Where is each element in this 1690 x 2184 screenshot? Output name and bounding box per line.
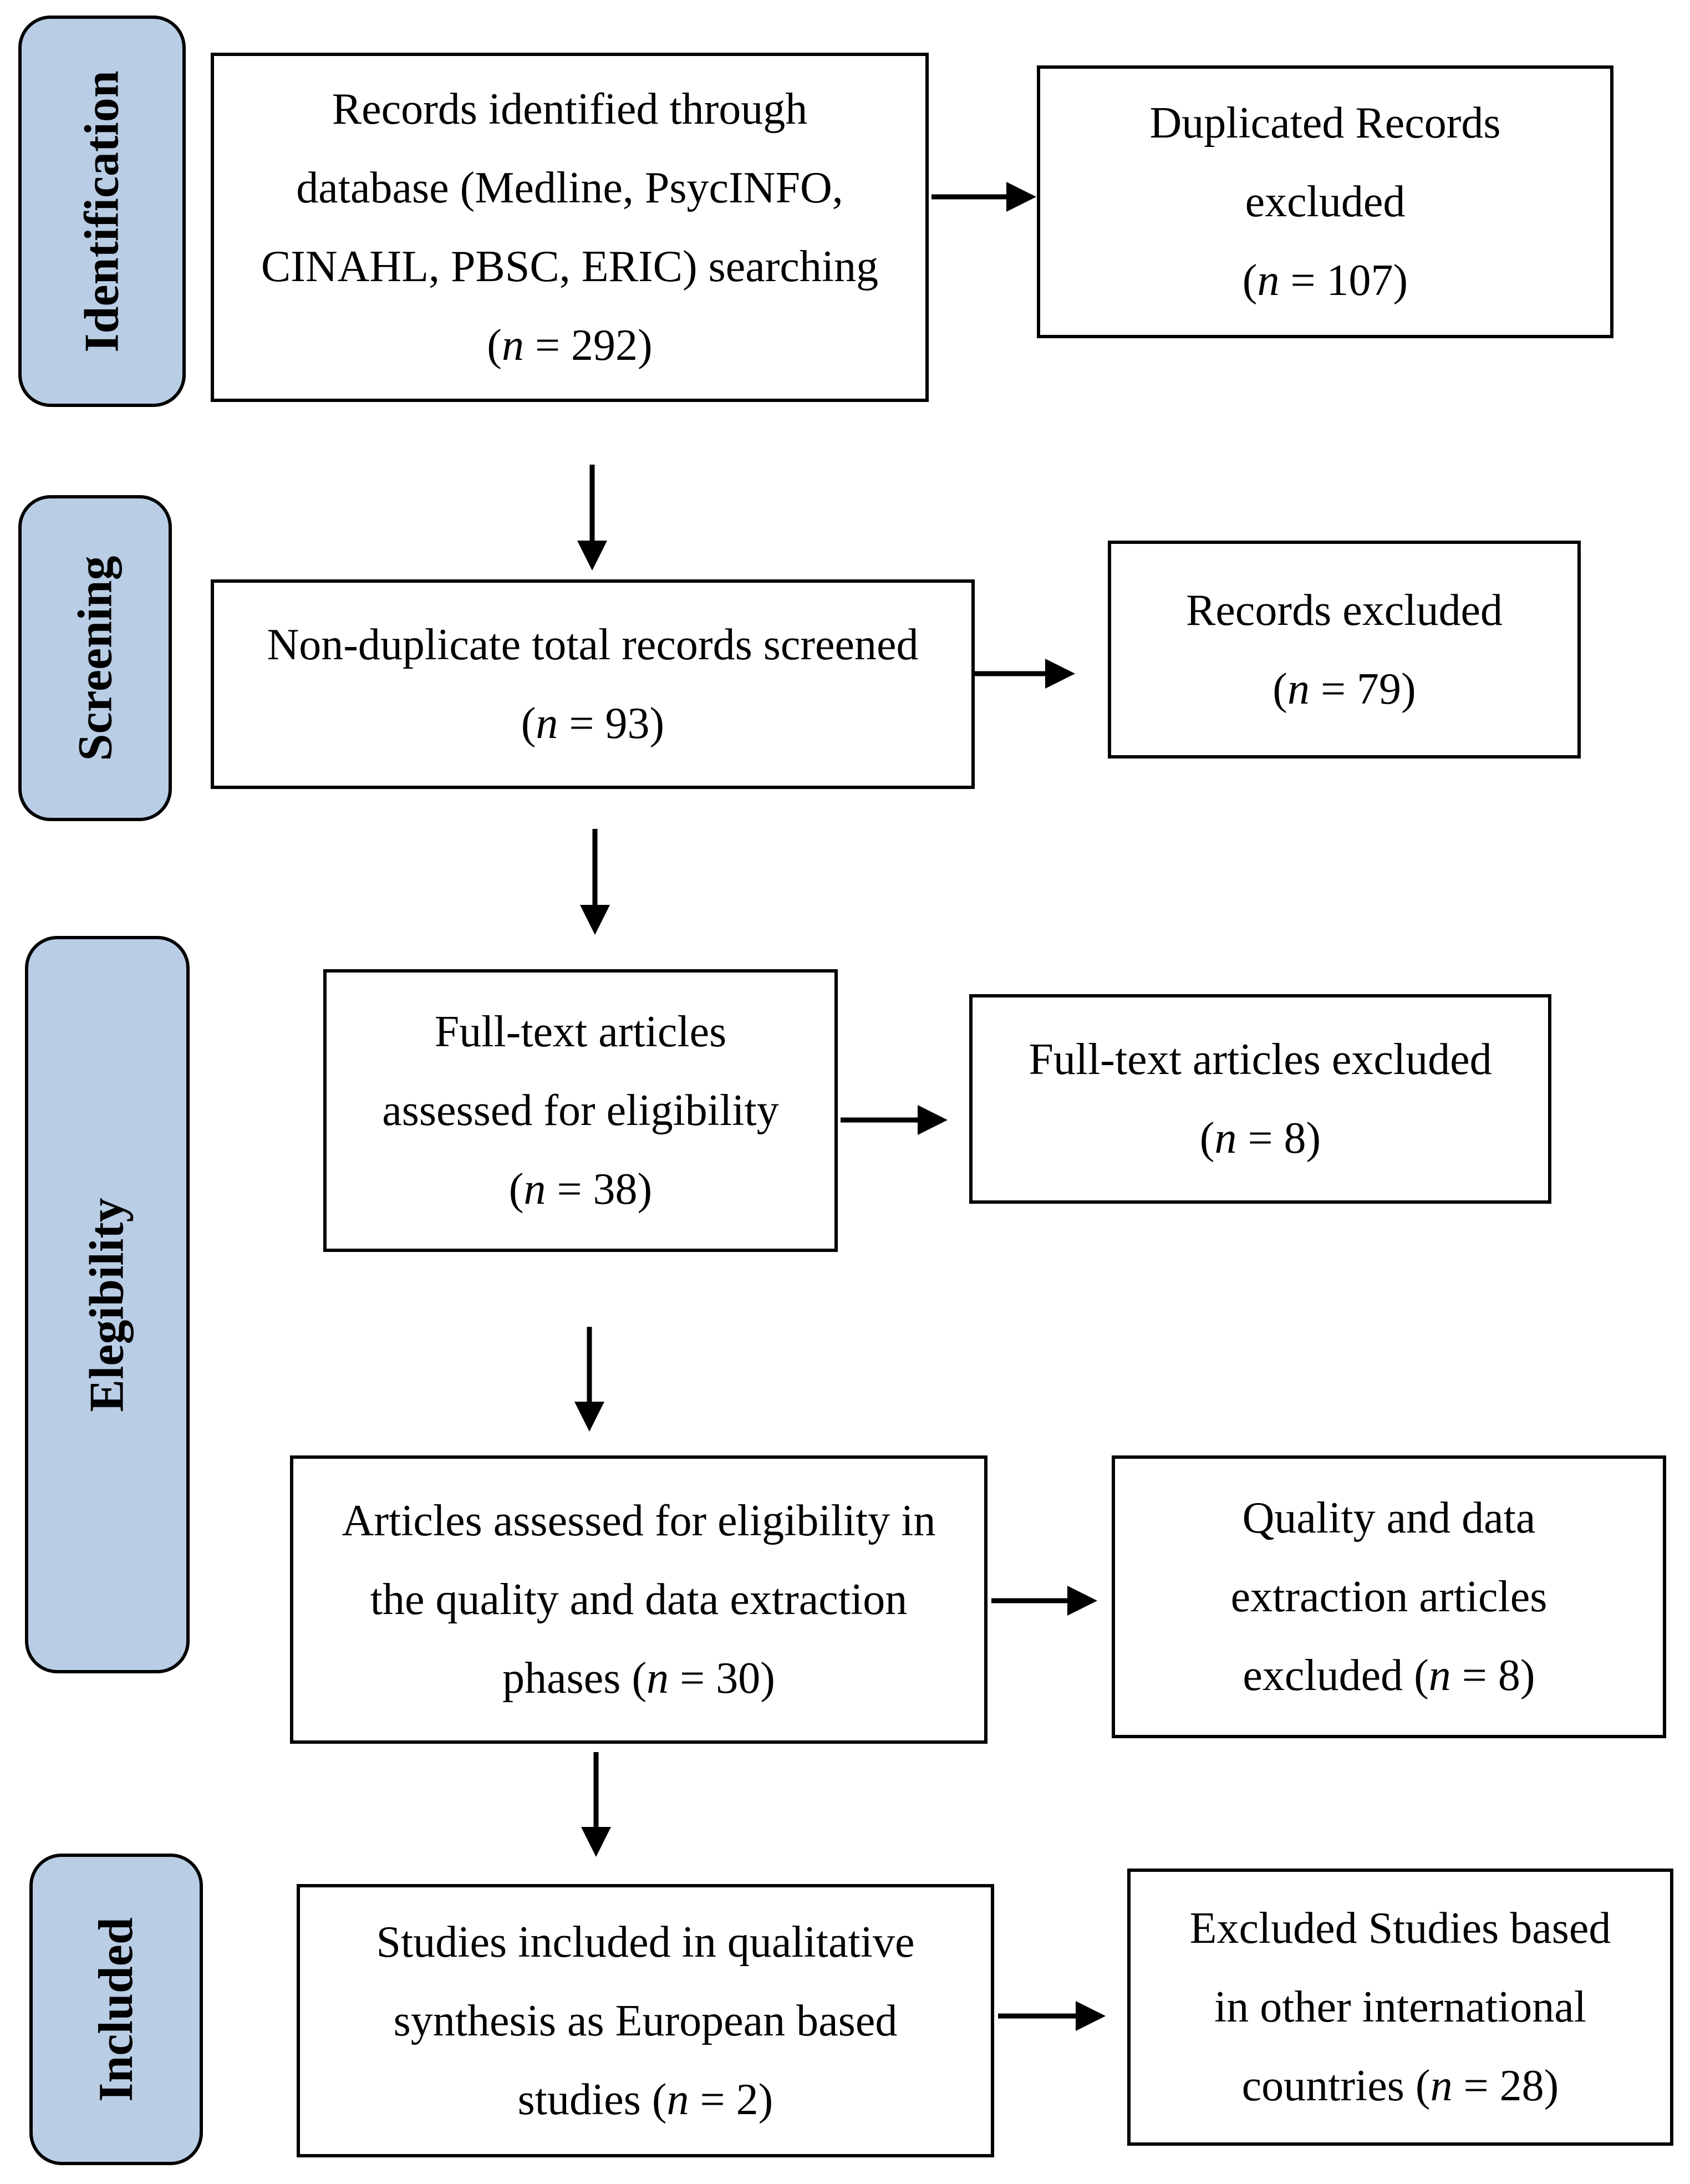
box-line: the quality and data extraction xyxy=(370,1575,908,1624)
box-line: (n = 107) xyxy=(1242,256,1408,305)
stage-included: Included xyxy=(29,1854,203,2165)
box-records-identified: Records identified through database (Med… xyxy=(211,53,929,402)
box-line: (n = 93) xyxy=(521,699,665,748)
box-line: Studies included in qualitative xyxy=(376,1917,915,1967)
box-line: Articles assessed for eligibility in xyxy=(342,1496,936,1545)
stage-screening: Screening xyxy=(18,495,172,821)
box-line: Excluded Studies based xyxy=(1189,1904,1611,1953)
box-line: (n = 79) xyxy=(1272,664,1416,714)
box-line: Full-text articles xyxy=(434,1007,727,1056)
box-line: (n = 292) xyxy=(487,321,653,370)
box-line: Records identified through xyxy=(332,85,808,134)
stage-eligibility: Elegibility xyxy=(25,936,190,1673)
box-line: synthesis as European based xyxy=(393,1996,898,2045)
box-line: studies (n = 2) xyxy=(517,2075,773,2124)
box-line: database (Medline, PsycINFO, xyxy=(296,164,843,212)
box-line: CINAHL, PBSC, ERIC) searching xyxy=(261,242,879,291)
box-international-excluded: Excluded Studies based in other internat… xyxy=(1127,1869,1673,2146)
box-line: in other international xyxy=(1214,1983,1586,2032)
box-line: Non-duplicate total records screened xyxy=(267,620,919,669)
box-line: Records excluded xyxy=(1186,586,1503,635)
box-records-screened: Non-duplicate total records screened (n … xyxy=(211,579,975,789)
box-studies-included: Studies included in qualitative synthesi… xyxy=(297,1884,994,2157)
box-fulltext-excluded: Full-text articles excluded (n = 8) xyxy=(969,994,1551,1204)
box-line: Quality and data xyxy=(1242,1494,1536,1542)
box-line: excluded (n = 8) xyxy=(1243,1651,1535,1700)
box-line: excluded xyxy=(1245,177,1406,226)
box-records-excluded: Records excluded (n = 79) xyxy=(1108,541,1581,758)
box-duplicates-excluded: Duplicated Records excluded (n = 107) xyxy=(1037,65,1613,338)
box-line: phases (n = 30) xyxy=(502,1654,775,1703)
box-line: assessed for eligibility xyxy=(382,1086,779,1135)
box-line: Full-text articles excluded xyxy=(1029,1035,1492,1084)
box-line: (n = 38) xyxy=(508,1165,653,1214)
box-line: countries (n = 28) xyxy=(1241,2061,1559,2110)
box-line: Duplicated Records xyxy=(1149,99,1501,147)
box-quality-assessed: Articles assessed for eligibility in the… xyxy=(290,1455,987,1744)
box-line: extraction articles xyxy=(1230,1572,1548,1621)
box-line: (n = 8) xyxy=(1199,1114,1321,1163)
stage-identification: Identification xyxy=(18,16,186,407)
box-quality-excluded: Quality and data extraction articles exc… xyxy=(1112,1455,1666,1738)
box-fulltext-assessed: Full-text articles assessed for eligibil… xyxy=(323,969,838,1252)
